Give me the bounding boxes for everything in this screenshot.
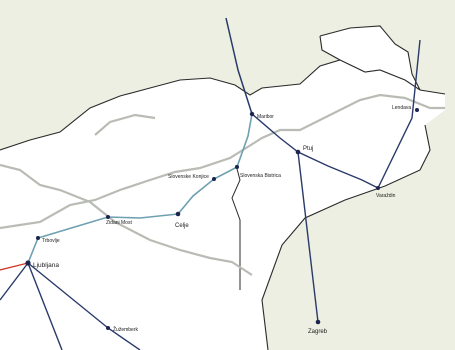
city-label-celje: Celje (175, 223, 189, 229)
city-marker-zagreb[interactable] (315, 319, 321, 325)
city-marker-lendava[interactable] (415, 108, 419, 112)
border-northeast (319, 25, 421, 91)
city-marker-ljubljana[interactable] (25, 260, 31, 266)
river-drava (0, 93, 445, 230)
railway-ptuj-zagreb (297, 151, 319, 323)
city-label-ljubljana: Ljubljana (33, 262, 59, 269)
city-label-varazdin: Varaždin (376, 193, 396, 199)
railway-maribor-north (225, 17, 253, 115)
city-marker-zidani-most[interactable] (106, 215, 110, 219)
city-marker-slovenska-bistrica[interactable] (235, 165, 239, 169)
river-north (94, 113, 156, 136)
city-label-zidani-most: Zidani Most (106, 220, 132, 226)
city-label-ptuj: Ptuj (303, 146, 313, 152)
land-west (0, 60, 445, 350)
railway-maribor-varazdin (251, 113, 379, 189)
railway-maribor-celje (177, 113, 253, 215)
city-marker-maribor[interactable] (249, 111, 255, 117)
city-marker-varazdin[interactable] (376, 186, 380, 190)
city-label-trbovlje: Trbovlje (42, 238, 60, 244)
city-label-lendava: Lendava (392, 105, 411, 111)
railway-ljubljana-southwest-2 (0, 262, 29, 301)
city-marker-slovenske-konjice[interactable] (212, 177, 216, 181)
railway-ljubljana-southwest (27, 262, 63, 350)
city-marker-ptuj[interactable] (295, 149, 301, 155)
railway-ljubljana-west (0, 262, 29, 271)
railway-varazdin-lendava (377, 39, 421, 189)
border-inner-west (231, 164, 241, 290)
city-label-zagreb: Zagreb (308, 329, 328, 335)
city-label-maribor: Maribor (257, 114, 274, 120)
city-marker-zuzemberk[interactable] (106, 326, 110, 330)
city-label-slovenska-bistrica: Slovenska Bistrica (240, 173, 281, 179)
border-main (0, 59, 446, 350)
city-label-slovenske-konjice: Slovenske Konjice (168, 174, 209, 180)
railway-celje-ljubljana (27, 213, 179, 264)
river-sava (0, 163, 253, 276)
city-marker-trbovlje[interactable] (36, 236, 40, 240)
city-marker-celje[interactable] (175, 211, 181, 217)
city-label-zuzemberk: Žužemberk (113, 325, 139, 333)
